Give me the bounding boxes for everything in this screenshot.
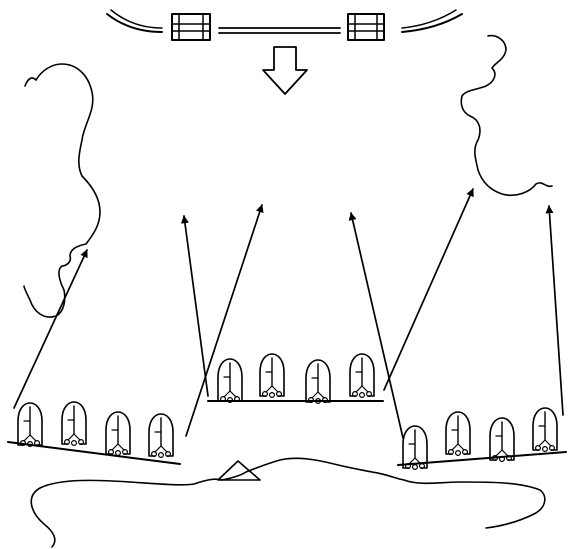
top-right-curve xyxy=(401,13,463,33)
arrow-line xyxy=(185,204,264,437)
cell-icon xyxy=(259,353,285,399)
cell-icon xyxy=(17,402,43,448)
small-triangle-icon xyxy=(217,460,261,481)
cell-icon xyxy=(445,411,471,457)
cell-icon xyxy=(532,407,558,453)
left-cell-group xyxy=(7,401,181,465)
cell-icon xyxy=(148,413,174,459)
right-ladder-block xyxy=(347,13,385,41)
arrow-line xyxy=(383,188,474,391)
cell-icon xyxy=(305,359,331,405)
top-left-curve-inner xyxy=(110,9,163,29)
arrow-line xyxy=(180,215,209,397)
top-band xyxy=(106,9,463,41)
arrow-set xyxy=(13,188,564,439)
cell-icon xyxy=(61,401,87,447)
arrow-line xyxy=(13,249,88,409)
top-cell-group xyxy=(207,353,384,405)
top-right-curve-inner xyxy=(401,9,457,29)
cell-icon xyxy=(349,353,375,399)
cell-icon xyxy=(217,358,243,404)
right-platform xyxy=(397,451,567,466)
left-squiggle-line xyxy=(23,63,101,318)
right-cell-group xyxy=(397,407,567,471)
arrow-line xyxy=(348,212,404,439)
down-arrow-icon xyxy=(262,46,308,95)
bottom-wavy-outline xyxy=(30,457,546,548)
cell-icon xyxy=(489,417,515,463)
left-platform xyxy=(7,441,181,465)
cell-icon xyxy=(105,411,131,457)
right-squiggle-line xyxy=(460,34,553,197)
arrow-line xyxy=(545,205,564,416)
left-ladder-block xyxy=(171,13,211,41)
top-left-curve xyxy=(106,13,163,33)
